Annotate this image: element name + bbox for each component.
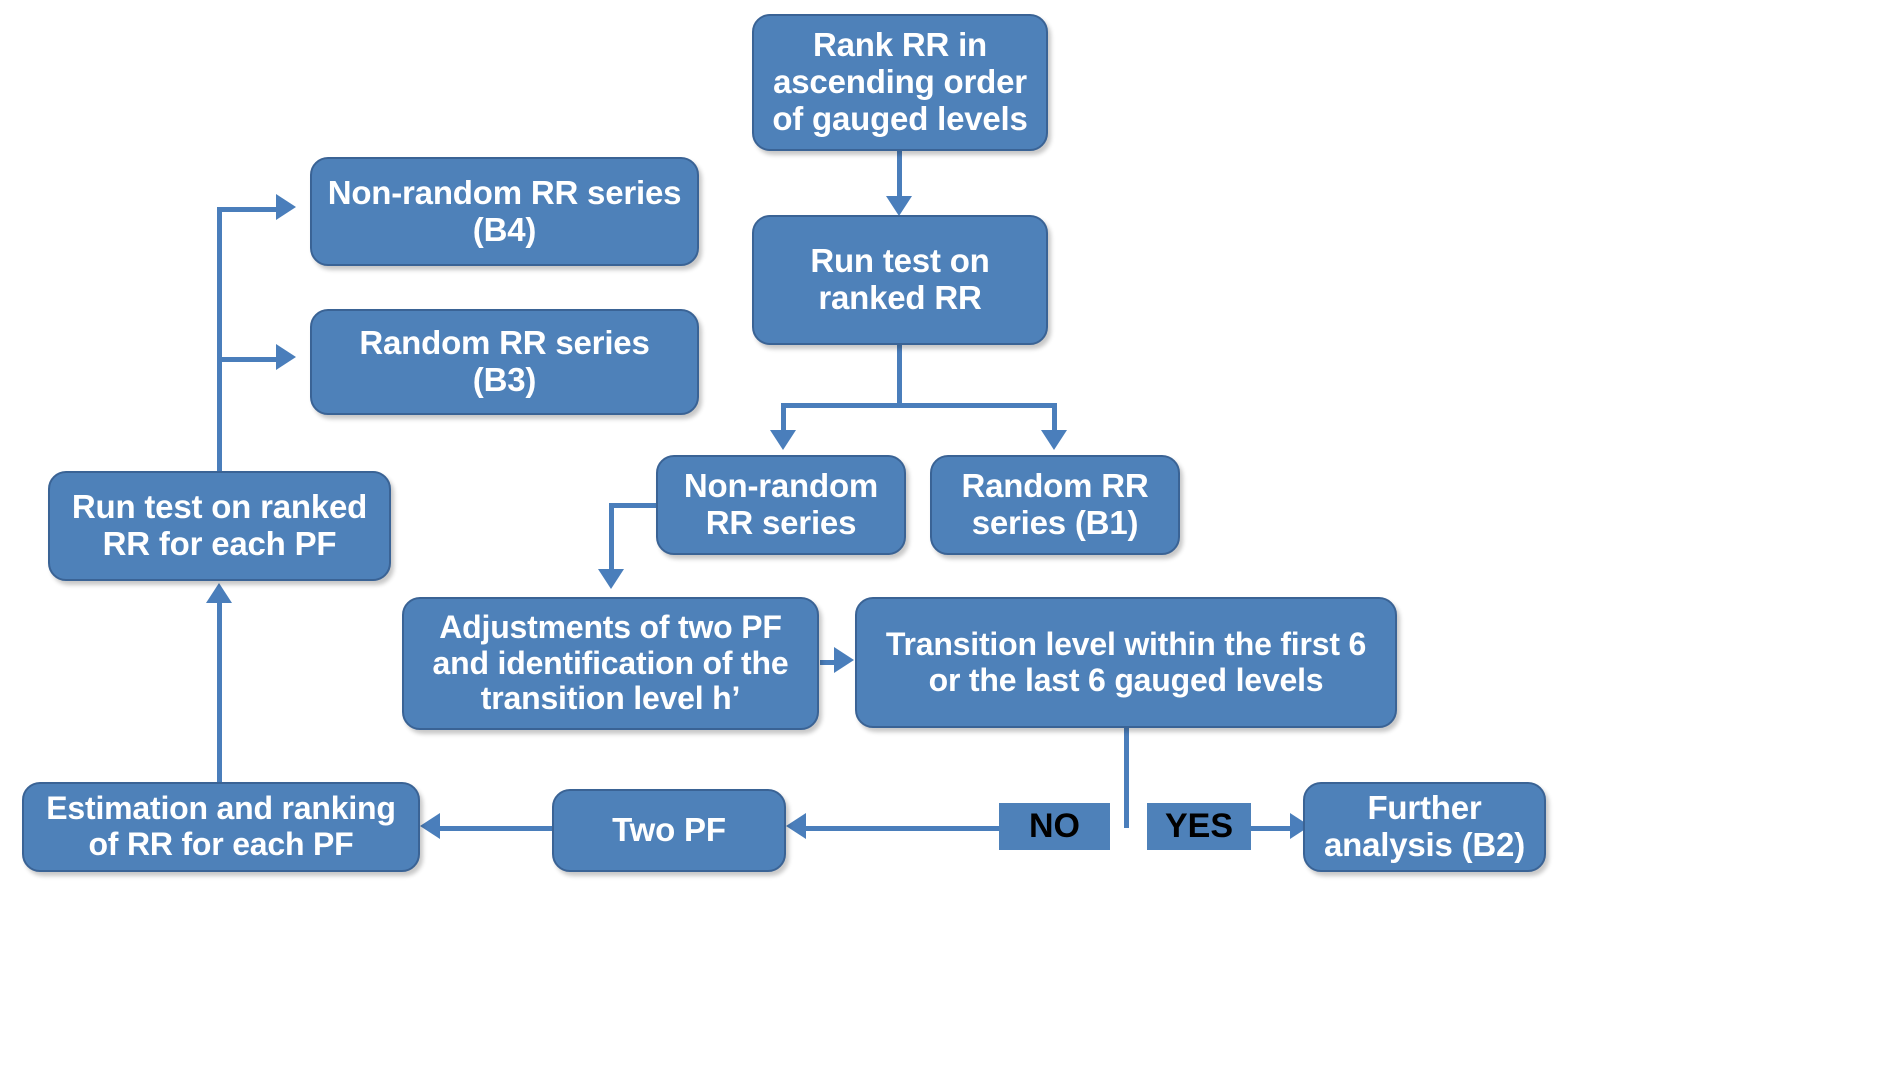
- node-run-test-ranked-rr[interactable]: Run test on ranked RR: [752, 215, 1048, 345]
- arrowhead-runtestpf-to-b4: [276, 194, 296, 220]
- node-transition-level-check[interactable]: Transition level within the first 6 or t…: [855, 597, 1397, 728]
- node-transition-level-check-label: Transition level within the first 6 or t…: [885, 625, 1367, 698]
- connector-twopf-to-estimation: [434, 826, 552, 831]
- decision-label-yes[interactable]: YES: [1147, 803, 1251, 850]
- node-random-rr-b1-label: Random RR series (B1): [961, 467, 1149, 541]
- connector-adjust-to-transition: [820, 660, 840, 665]
- arrowhead-runtest-to-nonrandom: [770, 430, 796, 450]
- node-two-pf[interactable]: Two PF: [552, 789, 786, 872]
- connector-runtest-to-nonrandom: [781, 403, 786, 433]
- node-two-pf-label: Two PF: [612, 811, 726, 849]
- connector-runtest-split-bar: [781, 403, 1055, 408]
- node-random-rr-b3[interactable]: Random RR series (B3): [310, 309, 699, 415]
- node-run-test-each-pf-label: Run test on ranked RR for each PF: [71, 488, 368, 562]
- arrowhead-adjust-to-transition: [834, 647, 854, 673]
- node-non-random-rr-series-label: Non-random RR series: [683, 467, 879, 541]
- arrowhead-rank-to-runtest: [886, 196, 912, 216]
- decision-label-yes-text: YES: [1164, 807, 1234, 845]
- node-run-test-ranked-rr-label: Run test on ranked RR: [810, 242, 990, 316]
- arrowhead-twopf-to-estimation: [420, 813, 440, 839]
- connector-estimation-up: [217, 603, 222, 783]
- node-non-random-rr-b4[interactable]: Non-random RR series (B4): [310, 157, 699, 266]
- node-rank-rr[interactable]: Rank RR in ascending order of gauged lev…: [752, 14, 1048, 151]
- decision-label-no[interactable]: NO: [999, 803, 1110, 850]
- node-non-random-rr-b4-label: Non-random RR series (B4): [327, 173, 682, 248]
- node-run-test-each-pf[interactable]: Run test on ranked RR for each PF: [48, 471, 391, 581]
- connector-runtestpf-up: [217, 207, 222, 472]
- connector-runtest-stem: [897, 345, 902, 405]
- connector-runtestpf-to-b3-h: [217, 357, 282, 362]
- connector-nonrandom-to-adjust-h: [609, 503, 659, 508]
- node-estimation-ranking-label: Estimation and ranking of RR for each PF: [46, 790, 396, 862]
- arrowhead-runtestpf-to-b3: [276, 344, 296, 370]
- connector-yes-to-further: [1250, 826, 1300, 831]
- node-non-random-rr-series[interactable]: Non-random RR series: [656, 455, 906, 555]
- node-adjustments-two-pf-label: Adjustments of two PF and identification…: [432, 608, 789, 717]
- node-further-analysis-b2[interactable]: Further analysis (B2): [1303, 782, 1546, 872]
- node-rank-rr-label: Rank RR in ascending order of gauged lev…: [772, 26, 1028, 137]
- connector-no-to-twopf: [800, 826, 1000, 831]
- connector-transition-down: [1124, 727, 1129, 828]
- decision-label-no-text: NO: [1029, 807, 1080, 845]
- arrowhead-nonrandom-to-adjust: [598, 569, 624, 589]
- node-estimation-ranking[interactable]: Estimation and ranking of RR for each PF: [22, 782, 420, 872]
- arrowhead-estimation-to-runtestpf: [206, 583, 232, 603]
- connector-runtestpf-to-b4-h: [217, 207, 282, 212]
- node-random-rr-b1[interactable]: Random RR series (B1): [930, 455, 1180, 555]
- node-adjustments-two-pf[interactable]: Adjustments of two PF and identification…: [402, 597, 819, 730]
- node-random-rr-b3-label: Random RR series (B3): [359, 324, 650, 398]
- connector-nonrandom-to-adjust-v: [609, 503, 614, 571]
- arrowhead-runtest-to-random: [1041, 430, 1067, 450]
- connector-runtest-to-random: [1052, 403, 1057, 433]
- node-further-analysis-b2-label: Further analysis (B2): [1324, 789, 1525, 863]
- arrowhead-no-to-twopf: [786, 813, 806, 839]
- connector-rank-to-runtest: [897, 150, 902, 198]
